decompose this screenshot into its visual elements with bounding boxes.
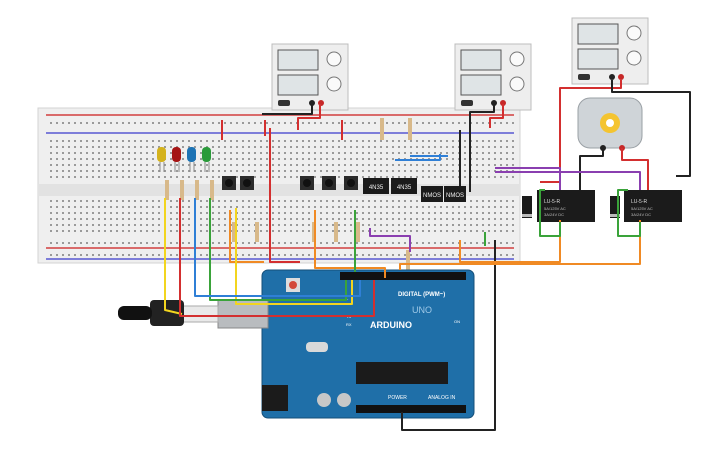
power-supply-3[interactable] (571, 17, 649, 85)
microcontroller-chip (356, 362, 448, 384)
top-rail-holes (46, 122, 514, 128)
led-yellow[interactable] (157, 147, 166, 172)
digital-label: DIGITAL (PWM~) (398, 292, 445, 298)
pushbutton-3[interactable] (300, 176, 314, 190)
bottom-power-rail-negative (46, 258, 514, 260)
svg-text:NMOS: NMOS (446, 193, 464, 199)
current-knob[interactable] (326, 76, 342, 92)
nmos-transistor-2[interactable]: NMOS (444, 186, 466, 202)
reset-button[interactable] (289, 281, 297, 289)
power-supply-2[interactable] (454, 43, 532, 111)
top-power-rail-negative (46, 132, 514, 134)
usb-cable (118, 300, 219, 326)
svg-text:ON: ON (454, 319, 460, 324)
relay-label: LU-5-R (544, 199, 561, 205)
optocoupler-2[interactable]: 4N35 (391, 178, 417, 194)
power-analog-header[interactable] (356, 405, 466, 413)
svg-text:3A/24V DC: 3A/24V DC (544, 212, 564, 217)
dc-power-jack[interactable] (262, 385, 288, 411)
svg-text:4N35: 4N35 (369, 185, 384, 191)
svg-text:LU-5-R: LU-5-R (631, 199, 648, 205)
current-display (277, 74, 319, 96)
svg-text:RX: RX (346, 322, 352, 327)
pushbutton-5[interactable] (344, 176, 358, 190)
power-switch[interactable] (278, 100, 290, 106)
relay-2[interactable]: LU-5-R 5A/125V AC 3A/24V DC (624, 190, 682, 222)
svg-text:L: L (346, 296, 349, 301)
led-green[interactable] (202, 147, 211, 172)
voltage-display (277, 49, 319, 71)
analog-label: ANALOG IN (428, 395, 456, 401)
arduino-logo: ARDUINO (370, 320, 412, 330)
svg-text:3A/24V DC: 3A/24V DC (631, 212, 651, 217)
led-red[interactable] (172, 147, 181, 172)
arduino-uno[interactable]: DIGITAL (PWM~) ARDUINO UNO POWER ANALOG … (217, 269, 475, 419)
bottom-power-rail-positive (46, 247, 514, 249)
breadboard[interactable] (37, 107, 521, 264)
svg-text:NMOS: NMOS (423, 193, 441, 199)
dc-motor[interactable] (577, 97, 643, 151)
pushbutton-4[interactable] (322, 176, 336, 190)
diode-2[interactable] (610, 196, 620, 218)
relay-1[interactable]: LU-5-R 5A/125V AC 3A/24V DC (537, 190, 595, 222)
svg-text:5A/125V AC: 5A/125V AC (631, 206, 653, 211)
led-blue[interactable] (187, 147, 196, 172)
power-supply-1[interactable] (271, 43, 349, 111)
optocoupler-1[interactable]: 4N35 (363, 178, 389, 194)
lower-terminal-strip (46, 198, 514, 234)
negative-terminal[interactable] (309, 100, 315, 106)
nmos-transistor-1[interactable]: NMOS (421, 186, 443, 202)
voltage-knob[interactable] (326, 51, 342, 67)
pushbutton-2[interactable] (240, 176, 254, 190)
pushbutton-1[interactable] (222, 176, 236, 190)
upper-terminal-strip (46, 146, 514, 182)
svg-text:5A/125V AC: 5A/125V AC (544, 206, 566, 211)
svg-text:4N35: 4N35 (397, 185, 412, 191)
uno-logo: UNO (412, 305, 432, 315)
wires (164, 80, 691, 431)
diode-1[interactable] (522, 196, 532, 218)
power-label: POWER (388, 395, 407, 401)
